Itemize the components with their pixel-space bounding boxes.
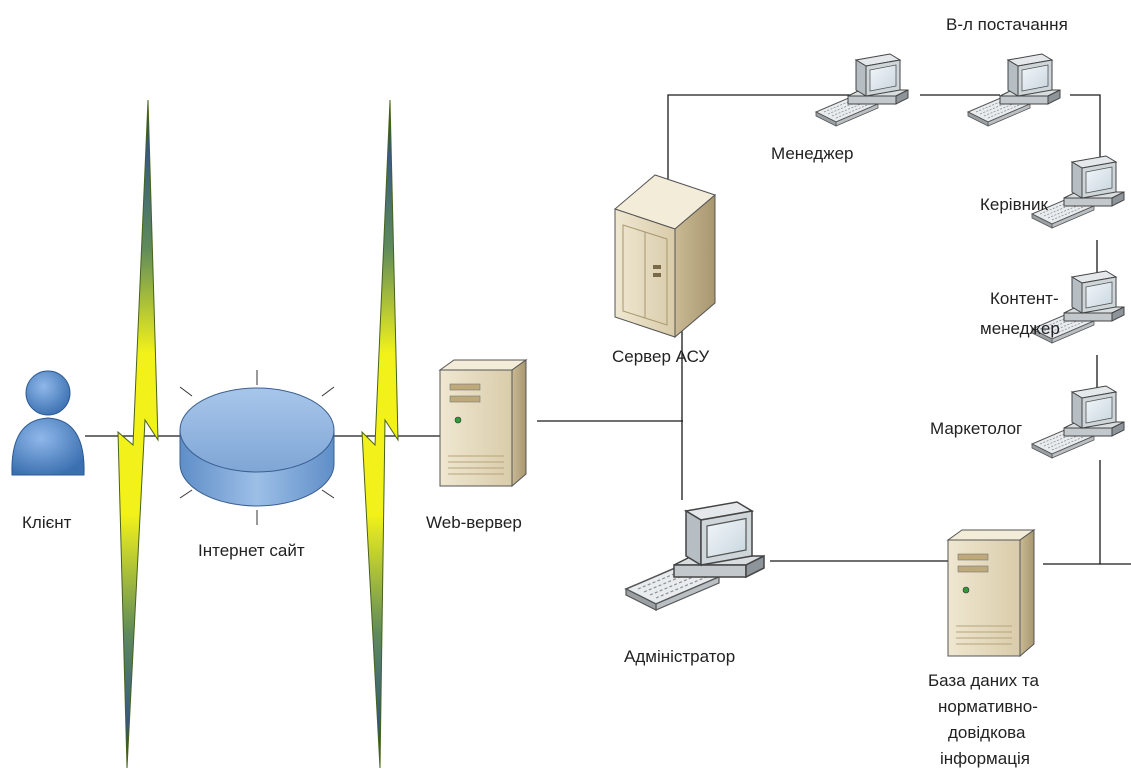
database-label-line1: База даних та (928, 671, 1039, 690)
lightning-icon (117, 99, 159, 769)
admin-label: Адміністратор (624, 647, 735, 666)
workstation-icon (1031, 155, 1125, 229)
marketer-label: Маркетолог (930, 419, 1022, 438)
database-label-line3: довідкова (948, 723, 1026, 742)
web-server-label: Web-вервер (426, 513, 522, 532)
client-label: Клієнт (22, 513, 72, 532)
content-manager-label-line1: Контент- (990, 289, 1059, 308)
workstation-icon (967, 53, 1061, 127)
content-manager-label-line2: менеджер (980, 319, 1060, 338)
lightning-icon (361, 99, 399, 769)
person-icon (11, 370, 85, 476)
rack-server-icon (614, 174, 716, 339)
site-label: Інтернет сайт (198, 541, 305, 560)
website-disk-icon (179, 370, 335, 525)
workstation-icon (815, 53, 909, 127)
manager-label: Менеджер (771, 144, 853, 163)
workstation-icon (1031, 385, 1125, 459)
database-label-line4: інформація (940, 749, 1030, 768)
database-label-line2: нормативно- (938, 697, 1038, 716)
server-tower-icon (439, 359, 527, 487)
asu-server-label: Сервер АСУ (612, 347, 709, 366)
director-label: Керівник (980, 195, 1049, 214)
server-tower-icon (947, 529, 1035, 657)
workstation-icon (625, 501, 765, 611)
supply-label: В-л постачання (946, 15, 1068, 34)
